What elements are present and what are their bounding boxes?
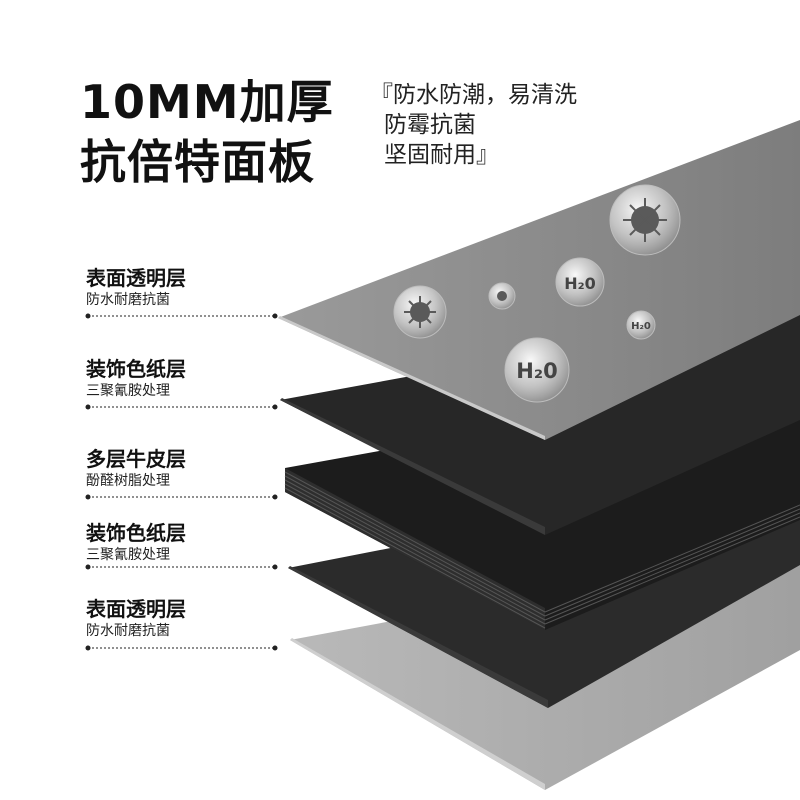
water-bubble-icon: H₂0 — [555, 257, 605, 307]
layer-subtitle: 酚醛树脂处理 — [86, 473, 170, 489]
germ-bubble-icon — [609, 184, 681, 256]
headline: 10MM加厚 抗倍特面板 — [80, 72, 334, 192]
feature-list: 『防水防潮，易清洗 防霉抗菌 坚固耐用』 — [370, 80, 577, 170]
layer-subtitle: 三聚氰胺处理 — [86, 547, 170, 563]
headline-line-2: 抗倍特面板 — [80, 135, 315, 189]
germ-bubble-icon — [393, 285, 447, 339]
layer-label-2: 装饰色纸层 三聚氰胺处理 — [86, 356, 186, 400]
layer-title: 装饰色纸层 — [86, 357, 186, 381]
layer-label-3: 多层牛皮层 酚醛树脂处理 — [86, 446, 186, 490]
feature-line-1: 『防水防潮，易清洗 — [370, 82, 577, 108]
layer-label-1: 表面透明层 防水耐磨抗菌 — [86, 265, 186, 309]
layer-title: 装饰色纸层 — [86, 521, 186, 545]
water-bubble-label: H₂0 — [564, 274, 596, 293]
layer-title: 表面透明层 — [86, 266, 186, 290]
layer-subtitle: 三聚氰胺处理 — [86, 383, 170, 399]
layer-label-5: 表面透明层 防水耐磨抗菌 — [86, 596, 186, 640]
layer-subtitle: 防水耐磨抗菌 — [86, 623, 170, 639]
water-bubble-icon: H₂0 — [626, 310, 656, 340]
water-bubble-label: H₂0 — [516, 359, 557, 383]
germ-bubble-icon — [488, 282, 516, 310]
layer-title: 表面透明层 — [86, 597, 186, 621]
water-bubble-icon: H₂0 — [504, 337, 570, 403]
layer-subtitle: 防水耐磨抗菌 — [86, 292, 170, 308]
layer-label-4: 装饰色纸层 三聚氰胺处理 — [86, 520, 186, 564]
water-bubble-label: H₂0 — [631, 321, 651, 332]
feature-line-3: 坚固耐用』 — [384, 142, 499, 168]
feature-line-2: 防霉抗菌 — [384, 112, 476, 138]
headline-line-1: 10MM加厚 — [80, 75, 334, 129]
layer-title: 多层牛皮层 — [86, 447, 186, 471]
leader-lines — [88, 315, 275, 649]
